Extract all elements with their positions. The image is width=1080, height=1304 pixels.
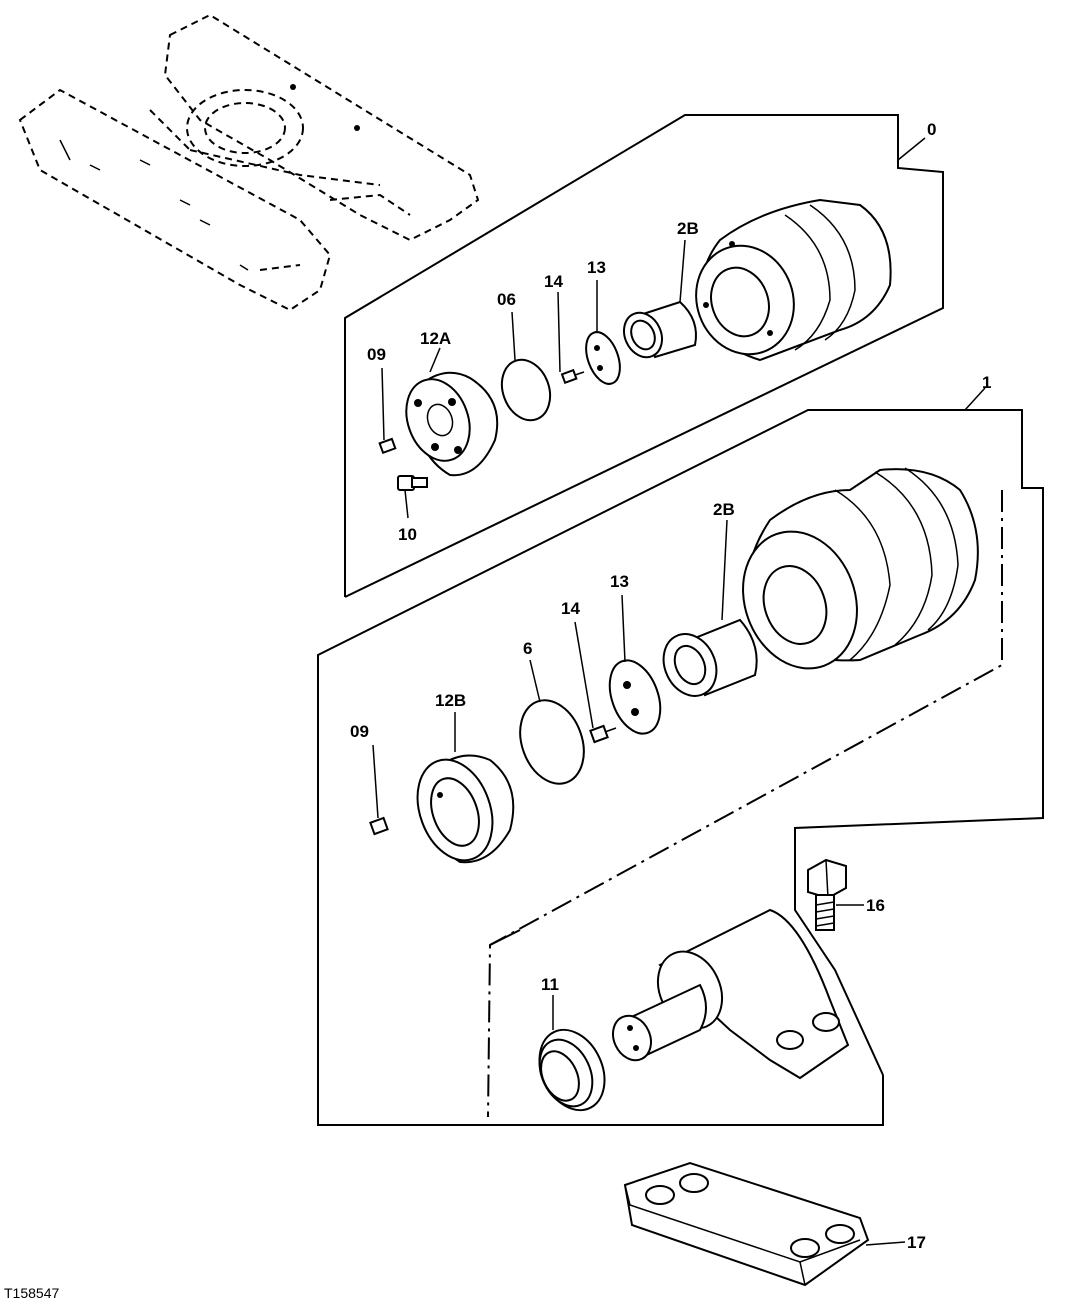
- o-ring-6: [519, 699, 585, 785]
- callout-09-top: 09: [367, 345, 386, 364]
- callout-16: 16: [866, 896, 885, 915]
- leader-13-bottom: [621, 594, 626, 663]
- roller-bottom: [742, 467, 979, 670]
- callout-2b-top: 2B: [677, 219, 699, 238]
- leader-09-bottom: [372, 744, 379, 819]
- callout-6: 6: [523, 639, 532, 658]
- leader-2b-top: [679, 239, 686, 303]
- thrust-washer-13-bottom: [608, 659, 662, 735]
- assembly-1-outline: [317, 409, 1044, 1126]
- figure-id: T158547: [4, 1285, 59, 1301]
- callout-11: 11: [541, 975, 559, 994]
- assembly-0-outline: [344, 114, 944, 598]
- shaft-bracket: [612, 908, 850, 1080]
- leader-10: [404, 489, 409, 519]
- seal-11: [538, 1028, 606, 1112]
- callout-17: 17: [907, 1233, 926, 1252]
- leader-14-top: [557, 291, 561, 373]
- callout-13-top: 13: [587, 258, 606, 277]
- screw-14-bottom: [589, 724, 617, 744]
- callout-14-bottom: 14: [561, 599, 580, 618]
- leader-2b-bottom: [721, 519, 728, 621]
- callout-09-bottom: 09: [350, 722, 369, 741]
- callout-10: 10: [398, 525, 417, 544]
- screw-14-top: [560, 368, 585, 385]
- callout-12a: 12A: [420, 329, 451, 348]
- leader-1: [964, 387, 986, 411]
- leader-12a: [429, 347, 441, 373]
- undercarriage-locator-sketch: [18, 13, 480, 312]
- callout-12b: 12B: [435, 691, 466, 710]
- plug-09-top: [378, 437, 397, 455]
- roller-top: [695, 198, 892, 362]
- bushing-2b-bottom: [662, 618, 758, 697]
- mounting-plate-17: [623, 1161, 870, 1287]
- leader-17: [865, 1241, 906, 1246]
- callout-13-bottom: 13: [610, 572, 629, 591]
- thrust-washer-13-top: [585, 331, 621, 385]
- bolt-16: [807, 858, 847, 931]
- screw-10: [397, 475, 428, 491]
- end-cap-12a: [405, 371, 499, 477]
- callout-1: 1: [982, 373, 991, 392]
- o-ring-06: [500, 358, 552, 422]
- leader-0: [897, 137, 926, 161]
- callout-06: 06: [497, 290, 516, 309]
- callout-0: 0: [927, 120, 936, 139]
- leader-06: [511, 311, 516, 361]
- end-cap-12b: [416, 754, 515, 864]
- callout-2b-bottom: 2B: [713, 500, 735, 519]
- leader-14-bottom: [574, 621, 594, 729]
- callout-14-top: 14: [544, 272, 563, 291]
- bushing-2b-top: [623, 300, 697, 359]
- leader-6: [529, 659, 541, 703]
- leader-09-top: [381, 367, 385, 441]
- plug-09-bottom: [369, 816, 389, 836]
